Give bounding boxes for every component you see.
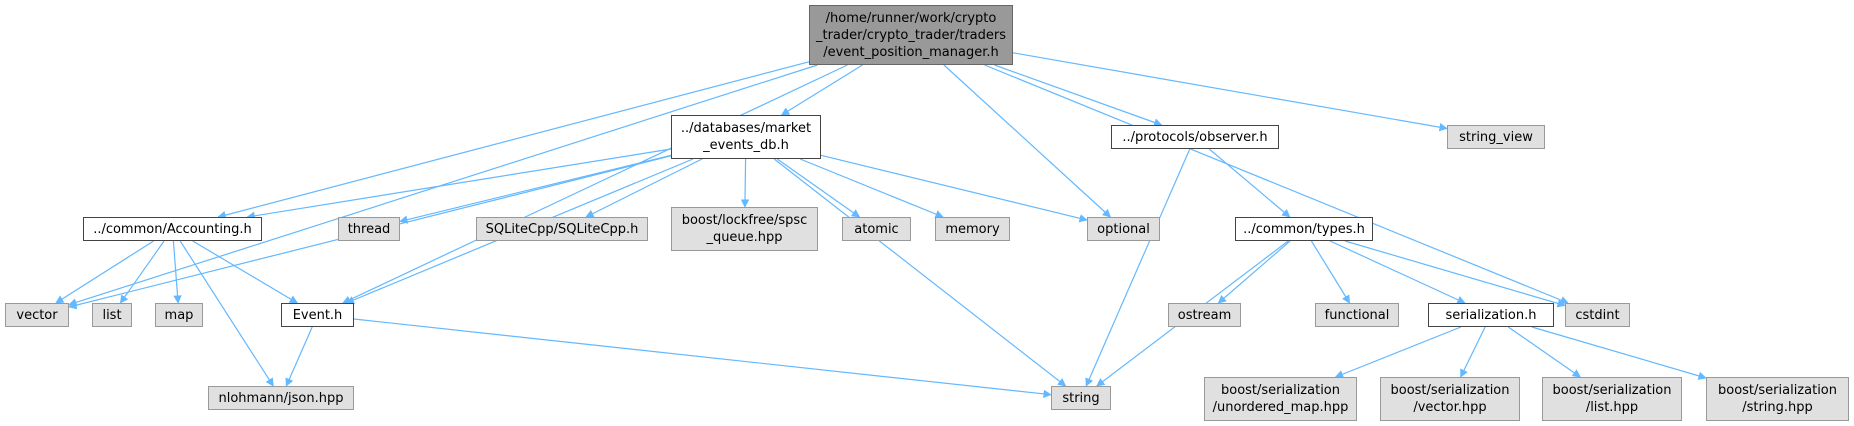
node-string[interactable]: string	[1051, 386, 1111, 410]
edge-observer-to-string	[1085, 148, 1191, 387]
node-cstdint[interactable]: cstdint	[1565, 303, 1630, 327]
edge-market_events_db-to-sqlitecpp	[585, 158, 703, 218]
edge-serialization-to-ser_string	[1531, 326, 1707, 380]
edge-types-to-cstdint	[1344, 240, 1566, 308]
node-ser-list[interactable]: boost/serialization /list.hpp	[1542, 377, 1682, 421]
node-ser-string[interactable]: boost/serialization /string.hpp	[1706, 377, 1849, 421]
node-sqlitecpp[interactable]: SQLiteCpp/SQLiteCpp.h	[476, 217, 648, 241]
node-atomic[interactable]: atomic	[842, 217, 911, 241]
edge-serialization-to-ser_unordered_map	[1334, 326, 1462, 379]
edge-accounting-to-map	[172, 240, 182, 304]
edge-root-to-string_view	[1012, 52, 1448, 132]
edge-types-to-ostream	[1217, 240, 1291, 304]
edge-types-to-serialization	[1329, 240, 1466, 304]
node-string-view[interactable]: string_view	[1447, 125, 1545, 149]
node-vector[interactable]: vector	[5, 303, 69, 327]
node-ser-unordered-map[interactable]: boost/serialization /unordered_map.hpp	[1204, 377, 1357, 421]
edge-market_events_db-to-memory	[799, 158, 944, 219]
node-observer[interactable]: ../protocols/observer.h	[1111, 125, 1279, 149]
node-list[interactable]: list	[92, 303, 132, 327]
edge-types-to-functional	[1310, 240, 1351, 304]
node-serialization[interactable]: serialization.h	[1428, 303, 1554, 327]
edge-event-to-string	[353, 318, 1052, 399]
edge-event-to-json	[285, 326, 313, 387]
node-functional[interactable]: functional	[1315, 303, 1399, 327]
node-ostream[interactable]: ostream	[1168, 303, 1241, 327]
edge-accounting-to-json	[179, 240, 274, 387]
edge-layer	[55, 52, 1707, 399]
node-accounting[interactable]: ../common/Accounting.h	[83, 217, 262, 241]
edge-accounting-to-vector	[55, 240, 154, 304]
edge-observer-to-types	[1208, 148, 1291, 218]
edge-accounting-to-list	[119, 240, 165, 304]
edge-root-to-market_events_db	[780, 64, 863, 116]
edge-root-to-optional	[943, 64, 1112, 218]
node-thread[interactable]: thread	[338, 217, 400, 241]
node-nlohmann-json[interactable]: nlohmann/json.hpp	[208, 386, 354, 410]
edge-market_events_db-to-accounting	[246, 148, 672, 220]
node-memory[interactable]: memory	[935, 217, 1010, 241]
node-event[interactable]: Event.h	[281, 303, 354, 327]
edge-market_events_db-to-spsc_queue	[740, 158, 750, 208]
node-types[interactable]: ../common/types.h	[1235, 217, 1373, 241]
edge-root-to-cstdint	[984, 64, 1569, 305]
node-map[interactable]: map	[155, 303, 203, 327]
edge-market_events_db-to-atomic	[776, 158, 861, 218]
node-optional[interactable]: optional	[1087, 217, 1160, 241]
node-spsc-queue[interactable]: boost/lockfree/spsc _queue.hpp	[671, 207, 818, 251]
edge-root-to-event	[342, 64, 848, 304]
edge-serialization-to-ser_vector	[1460, 326, 1486, 378]
node-market-events-db[interactable]: ../databases/market _events_db.h	[671, 115, 821, 159]
edge-market_events_db-to-thread	[399, 154, 672, 224]
edge-market_events_db-to-string	[773, 158, 1067, 387]
node-ser-vector[interactable]: boost/serialization /vector.hpp	[1380, 377, 1520, 421]
edge-root-to-vector	[68, 64, 818, 307]
edge-root-to-accounting	[217, 61, 810, 220]
node-event-position-manager[interactable]: /home/runner/work/crypto _trader/crypto_…	[809, 5, 1013, 65]
edge-market_events_db-to-optional	[820, 154, 1088, 223]
edge-accounting-to-event	[192, 240, 299, 304]
edge-serialization-to-ser_list	[1507, 326, 1581, 378]
edge-root-to-observer	[994, 64, 1163, 127]
